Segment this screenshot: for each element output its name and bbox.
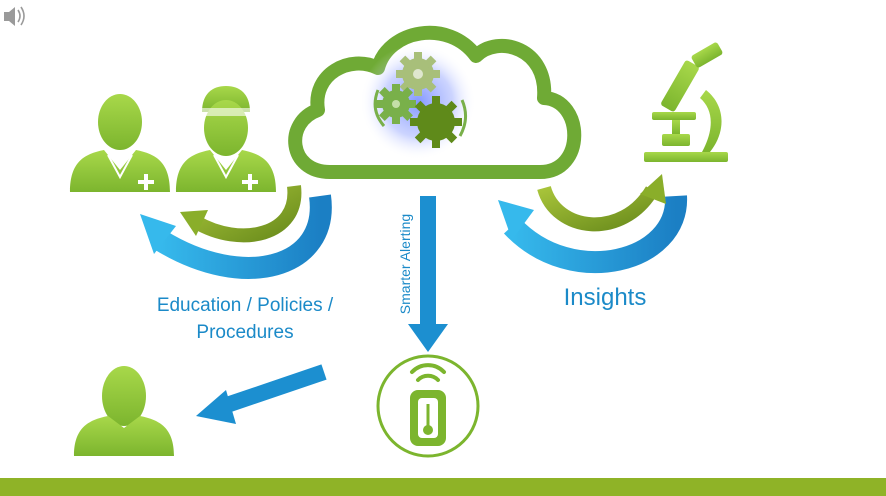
- medical-staff-icon: [176, 86, 276, 192]
- education-label-line2: Procedures: [196, 322, 294, 343]
- temperature-sensor-icon: [376, 354, 480, 458]
- education-flow-arrows: [140, 185, 332, 279]
- education-label-line1: Education / Policies /: [156, 295, 334, 316]
- insights-flow-arrows: [498, 174, 688, 274]
- education-label: Education / Policies / Procedures: [130, 292, 360, 346]
- alerting-arrow: [408, 196, 448, 352]
- smarter-alerting-label: Smarter Alerting: [397, 213, 413, 315]
- insights-label: Insights: [563, 284, 647, 311]
- patient-arrow: [196, 364, 327, 424]
- medical-staff-icon: [70, 94, 170, 192]
- gears-icon: [360, 44, 476, 160]
- person-icon: [74, 366, 174, 456]
- microscope-icon: [644, 42, 728, 162]
- speaker-icon[interactable]: [4, 6, 25, 26]
- bottom-bar: [0, 478, 886, 496]
